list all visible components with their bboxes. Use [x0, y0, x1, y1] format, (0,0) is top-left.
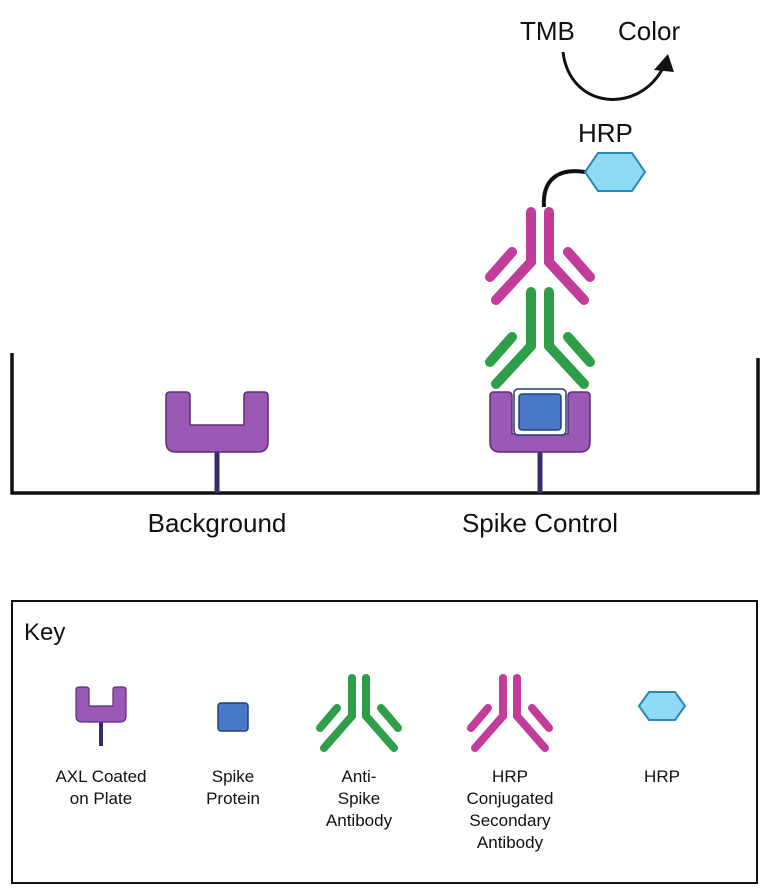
key-anti-spike-label-line3: Antibody [326, 811, 393, 830]
key-hrp-icon [637, 691, 687, 721]
key-secondary-antibody-icon [467, 674, 553, 752]
color-label: Color [618, 16, 680, 46]
anti-spike-antibody-icon [485, 287, 595, 389]
key-secondary-label-line1: HRP [492, 767, 528, 786]
spike-control-label: Spike Control [462, 508, 618, 538]
hrp-top-label: HRP [578, 118, 633, 148]
key-anti-spike-label-line2: Spike [338, 789, 381, 808]
hrp-linker [541, 169, 586, 208]
tmb-label: TMB [520, 16, 575, 46]
key-axl-label-line1: AXL Coated [55, 767, 146, 786]
spike-protein-icon [513, 388, 567, 436]
background-label: Background [148, 508, 287, 538]
key-spike-label-line2: Protein [206, 789, 260, 808]
key-anti-spike-antibody-icon [316, 674, 402, 752]
key-secondary-label-line3: Secondary [469, 811, 551, 830]
key-anti-spike-label-line1: Anti- [342, 767, 377, 786]
key-secondary-label-line2: Conjugated [467, 789, 554, 808]
key-axl-label-line2: on Plate [70, 789, 132, 808]
key-axl-icon [75, 686, 127, 746]
key-hrp-label: HRP [644, 767, 680, 786]
key-secondary-label-line4: Antibody [477, 833, 544, 852]
reaction-arrow-curve [561, 51, 666, 101]
spike-control-axl-icon [489, 391, 591, 493]
hrp-enzyme-icon [583, 152, 647, 192]
key-title: Key [24, 619, 65, 646]
secondary-antibody-icon [485, 207, 595, 305]
key-spike-protein-icon [217, 702, 249, 732]
reaction-arrowhead-icon [654, 54, 674, 72]
plate-well [10, 353, 760, 495]
background-axl-icon [165, 391, 269, 493]
key-spike-label-line1: Spike [212, 767, 255, 786]
